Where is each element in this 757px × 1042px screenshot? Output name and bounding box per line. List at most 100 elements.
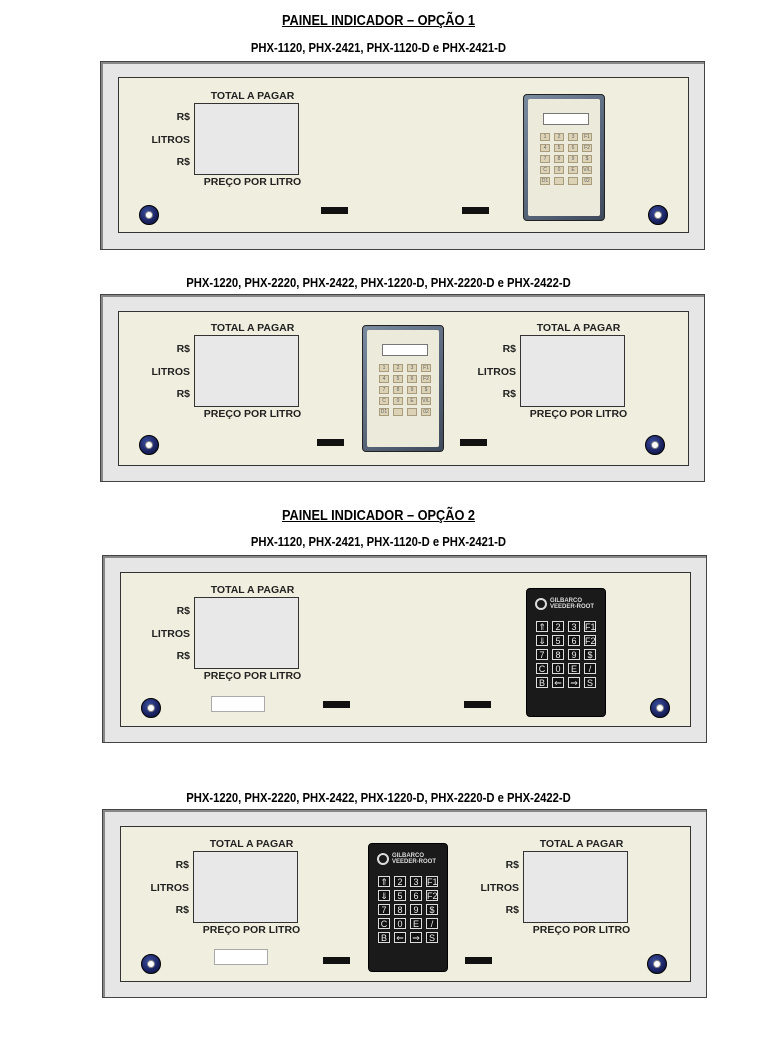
key[interactable]: E [568, 166, 578, 174]
key[interactable]: 5 [554, 144, 564, 152]
key[interactable]: B [378, 932, 390, 943]
key[interactable]: S [426, 932, 438, 943]
key[interactable]: C [379, 397, 389, 405]
key[interactable]: F1 [426, 876, 438, 887]
key[interactable]: E [568, 663, 580, 674]
key[interactable]: V/L [421, 397, 431, 405]
key[interactable]: 3 [407, 364, 417, 372]
key[interactable]: 4 [379, 375, 389, 383]
key[interactable]: 8 [554, 155, 564, 163]
key[interactable]: 02 [421, 408, 431, 416]
card-slot[interactable] [214, 949, 268, 965]
key[interactable]: E [407, 397, 417, 405]
key[interactable]: 0 [393, 397, 403, 405]
key[interactable]: 02 [582, 177, 592, 185]
key[interactable]: 9 [410, 904, 422, 915]
key[interactable]: 2 [552, 621, 564, 632]
keypad-keys[interactable]: 1 2 3 F1 4 5 6 F2 7 8 9 $ C 0 E V/L D1 [540, 133, 592, 185]
key[interactable]: ⇒ [568, 677, 580, 688]
keypad-beige[interactable]: 1 2 3 F1 4 5 6 F2 7 8 9 $ C 0 E V/L D1 [362, 325, 444, 452]
keypad-keys[interactable]: 1 2 3 F1 4 5 6 F2 7 8 9 $ C 0 E V/L D1 [379, 364, 431, 416]
label-currency-top: R$ [176, 343, 190, 355]
keypad-keys[interactable]: ⇑ 2 3 F1 ⇓ 5 6 F2 7 8 9 $ C 0 E / B ⇐ ⇒ … [378, 876, 438, 943]
key[interactable]: 8 [394, 904, 406, 915]
screw-right [645, 435, 665, 455]
key[interactable]: 6 [410, 890, 422, 901]
keypad-keys[interactable]: ⇑ 2 3 F1 ⇓ 5 6 F2 7 8 9 $ C 0 E / B ⇐ ⇒ … [536, 621, 596, 688]
key[interactable]: 9 [407, 386, 417, 394]
key[interactable]: $ [584, 649, 596, 660]
key[interactable]: 3 [568, 133, 578, 141]
key[interactable]: 3 [410, 876, 422, 887]
key[interactable]: 5 [394, 890, 406, 901]
key[interactable]: F2 [584, 635, 596, 646]
key[interactable]: 7 [536, 649, 548, 660]
key[interactable]: ⇒ [410, 932, 422, 943]
key[interactable] [407, 408, 417, 416]
key[interactable] [393, 408, 403, 416]
key[interactable] [568, 177, 578, 185]
label-liters: LITROS [151, 366, 191, 378]
key[interactable]: ⇓ [536, 635, 548, 646]
section1-heading: PAINEL INDICADOR – OPÇÃO 1 [281, 13, 476, 29]
key[interactable]: S [584, 677, 596, 688]
key[interactable]: 2 [394, 876, 406, 887]
key[interactable]: 2 [554, 133, 564, 141]
key[interactable]: $ [582, 155, 592, 163]
display-footer: PREÇO POR LITRO [203, 408, 302, 420]
key[interactable]: C [540, 166, 550, 174]
key[interactable]: 9 [568, 155, 578, 163]
key[interactable]: 7 [540, 155, 550, 163]
key[interactable]: 0 [552, 663, 564, 674]
key[interactable]: 0 [394, 918, 406, 929]
key[interactable]: 6 [407, 375, 417, 383]
key[interactable]: 1 [379, 364, 389, 372]
key[interactable]: 7 [379, 386, 389, 394]
key[interactable]: / [426, 918, 438, 929]
key[interactable]: ⇓ [378, 890, 390, 901]
key[interactable]: D1 [540, 177, 550, 185]
key[interactable]: 0 [554, 166, 564, 174]
key[interactable]: 3 [568, 621, 580, 632]
key[interactable]: E [410, 918, 422, 929]
display-screen [194, 103, 299, 175]
key[interactable]: ⇑ [378, 876, 390, 887]
key[interactable]: $ [421, 386, 431, 394]
key[interactable]: ⇐ [552, 677, 564, 688]
key[interactable]: F1 [584, 621, 596, 632]
key[interactable]: V/L [582, 166, 592, 174]
screw-left [141, 954, 161, 974]
key[interactable]: D1 [379, 408, 389, 416]
panel-4: TOTAL A PAGAR R$ LITROS R$ PREÇO POR LIT… [102, 809, 707, 998]
key[interactable]: C [536, 663, 548, 674]
slot-left [323, 957, 350, 964]
key[interactable]: F2 [421, 375, 431, 383]
key[interactable]: 6 [568, 635, 580, 646]
key[interactable]: 6 [568, 144, 578, 152]
key[interactable]: 8 [552, 649, 564, 660]
key[interactable]: 1 [540, 133, 550, 141]
key[interactable]: / [584, 663, 596, 674]
key[interactable] [554, 177, 564, 185]
key[interactable]: $ [426, 904, 438, 915]
keypad-beige[interactable]: 1 2 3 F1 4 5 6 F2 7 8 9 $ C 0 E V/L D1 [523, 94, 605, 221]
key[interactable]: F2 [426, 890, 438, 901]
key[interactable]: ⇐ [394, 932, 406, 943]
key[interactable]: 7 [378, 904, 390, 915]
key[interactable]: F1 [421, 364, 431, 372]
key[interactable]: 9 [568, 649, 580, 660]
key[interactable]: ⇑ [536, 621, 548, 632]
key[interactable]: 4 [540, 144, 550, 152]
key[interactable]: 5 [393, 375, 403, 383]
key[interactable]: 2 [393, 364, 403, 372]
key[interactable]: B [536, 677, 548, 688]
key[interactable]: 8 [393, 386, 403, 394]
panel-3: TOTAL A PAGAR R$ LITROS R$ PREÇO POR LIT… [102, 555, 707, 743]
key[interactable]: C [378, 918, 390, 929]
key[interactable]: 5 [552, 635, 564, 646]
card-slot[interactable] [211, 696, 265, 712]
key[interactable]: F1 [582, 133, 592, 141]
key[interactable]: F2 [582, 144, 592, 152]
